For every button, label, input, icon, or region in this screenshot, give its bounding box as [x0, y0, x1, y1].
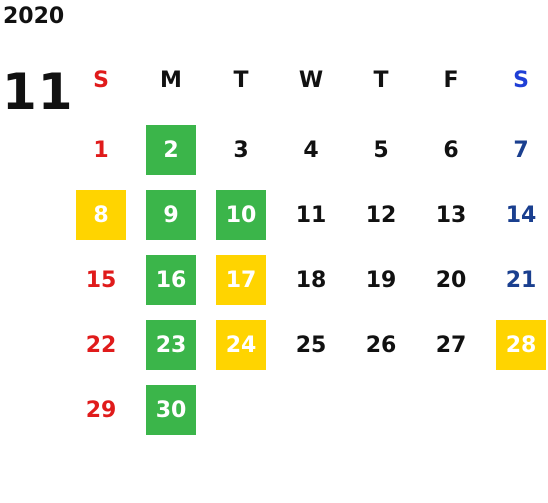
day-cell-1[interactable]: 1	[93, 137, 109, 163]
day-cell-20[interactable]: 20	[435, 267, 467, 293]
day-cell-30[interactable]: 30	[146, 385, 196, 435]
day-cell-27[interactable]: 27	[435, 332, 467, 358]
day-cell-22[interactable]: 22	[85, 332, 117, 358]
day-cell-9[interactable]: 9	[146, 190, 196, 240]
weekday-header-tuesday: T	[233, 67, 249, 93]
day-cell-21[interactable]: 21	[505, 267, 537, 293]
day-cell-10[interactable]: 10	[216, 190, 266, 240]
weekday-header-wednesday: W	[298, 67, 324, 93]
weekday-header-friday: F	[443, 67, 459, 93]
day-cell-18[interactable]: 18	[295, 267, 327, 293]
weekday-header-thursday: T	[373, 67, 389, 93]
day-cell-25[interactable]: 25	[295, 332, 327, 358]
day-cell-13[interactable]: 13	[435, 202, 467, 228]
day-cell-23[interactable]: 23	[146, 320, 196, 370]
day-cell-24[interactable]: 24	[216, 320, 266, 370]
day-cell-5[interactable]: 5	[373, 137, 389, 163]
day-cell-16[interactable]: 16	[146, 255, 196, 305]
day-cell-3[interactable]: 3	[233, 137, 249, 163]
day-cell-29[interactable]: 29	[85, 397, 117, 423]
day-cell-4[interactable]: 4	[303, 137, 319, 163]
weekday-header-monday: M	[160, 67, 182, 93]
year-label: 2020	[3, 4, 65, 29]
weekday-header-saturday: S	[513, 67, 529, 93]
day-cell-15[interactable]: 15	[85, 267, 117, 293]
day-cell-26[interactable]: 26	[365, 332, 397, 358]
day-cell-12[interactable]: 12	[365, 202, 397, 228]
month-number: 11	[2, 63, 74, 121]
day-cell-7[interactable]: 7	[513, 137, 529, 163]
day-cell-6[interactable]: 6	[443, 137, 459, 163]
day-cell-19[interactable]: 19	[365, 267, 397, 293]
day-cell-2[interactable]: 2	[146, 125, 196, 175]
day-cell-17[interactable]: 17	[216, 255, 266, 305]
day-cell-28[interactable]: 28	[496, 320, 546, 370]
day-cell-11[interactable]: 11	[295, 202, 327, 228]
day-cell-8[interactable]: 8	[76, 190, 126, 240]
weekday-header-sunday: S	[93, 67, 109, 93]
day-cell-14[interactable]: 14	[505, 202, 537, 228]
